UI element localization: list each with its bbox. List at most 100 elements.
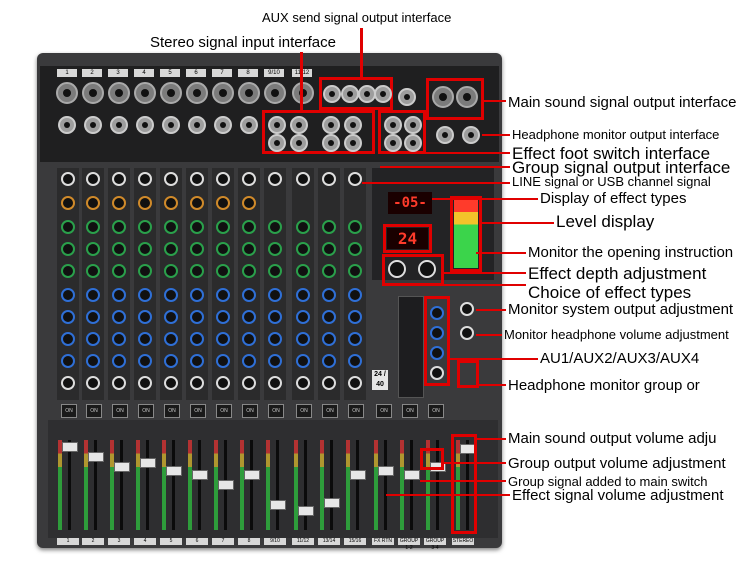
channel-knob[interactable] — [164, 332, 178, 346]
channel-knob[interactable] — [190, 220, 204, 234]
mute-button[interactable]: ON — [376, 404, 392, 418]
channel-knob[interactable] — [164, 288, 178, 302]
channel-knob[interactable] — [86, 310, 100, 324]
xlr-input-11[interactable] — [292, 82, 314, 104]
channel-knob[interactable] — [112, 310, 126, 324]
channel-knob[interactable] — [86, 332, 100, 346]
channel-knob[interactable] — [322, 264, 336, 278]
main-output-xlr-left[interactable] — [432, 86, 454, 108]
aux1-master-knob[interactable] — [430, 306, 444, 320]
line-jack[interactable] — [162, 116, 180, 134]
channel-knob[interactable] — [138, 288, 152, 302]
channel-knob[interactable] — [61, 332, 75, 346]
channel-knob[interactable] — [216, 332, 230, 346]
main-output-xlr-right[interactable] — [456, 86, 478, 108]
channel-knob[interactable] — [61, 242, 75, 256]
monitor-output-knob[interactable] — [460, 302, 474, 316]
channel-knob[interactable] — [268, 242, 282, 256]
headphone-volume-knob[interactable] — [460, 326, 474, 340]
channel-knob[interactable] — [164, 264, 178, 278]
channel-knob[interactable] — [268, 172, 282, 186]
group-output-jack[interactable] — [384, 116, 402, 134]
aux-send-jack[interactable] — [341, 85, 359, 103]
channel-knob[interactable] — [61, 172, 75, 186]
xlr-input-4[interactable] — [134, 82, 156, 104]
mute-button[interactable]: ON — [348, 404, 364, 418]
channel-knob[interactable] — [61, 288, 75, 302]
channel-knob[interactable] — [61, 354, 75, 368]
channel-knob[interactable] — [112, 196, 126, 210]
channel-knob[interactable] — [242, 310, 256, 324]
stereo-input-jack[interactable] — [268, 116, 286, 134]
fader-knob[interactable] — [270, 500, 286, 510]
channel-knob[interactable] — [348, 172, 362, 186]
channel-knob[interactable] — [242, 172, 256, 186]
aux-send-jack[interactable] — [323, 85, 341, 103]
channel-knob[interactable] — [112, 376, 126, 390]
mute-button[interactable]: ON — [61, 404, 77, 418]
line-jack[interactable] — [110, 116, 128, 134]
mute-button[interactable]: ON — [190, 404, 206, 418]
effect-depth-knob[interactable] — [388, 260, 406, 278]
fader-knob[interactable] — [140, 458, 156, 468]
channel-knob[interactable] — [348, 310, 362, 324]
channel-knob[interactable] — [190, 264, 204, 278]
stereo-input-jack[interactable] — [290, 134, 308, 152]
channel-knob[interactable] — [112, 264, 126, 278]
channel-knob[interactable] — [216, 196, 230, 210]
stereo-input-jack[interactable] — [268, 134, 286, 152]
channel-knob[interactable] — [190, 196, 204, 210]
channel-knob[interactable] — [138, 264, 152, 278]
fader-knob[interactable] — [166, 466, 182, 476]
channel-knob[interactable] — [164, 242, 178, 256]
effect-foot-switch-jack[interactable] — [398, 88, 416, 106]
channel-knob[interactable] — [348, 220, 362, 234]
group-output-jack[interactable] — [404, 134, 422, 152]
mute-button[interactable]: ON — [86, 404, 102, 418]
line-jack[interactable] — [240, 116, 258, 134]
channel-knob[interactable] — [86, 242, 100, 256]
channel-knob[interactable] — [242, 220, 256, 234]
channel-knob[interactable] — [86, 196, 100, 210]
fader-knob[interactable] — [218, 480, 234, 490]
channel-knob[interactable] — [216, 376, 230, 390]
mute-button[interactable]: ON — [138, 404, 154, 418]
channel-knob[interactable] — [296, 376, 310, 390]
line-jack[interactable] — [84, 116, 102, 134]
channel-knob[interactable] — [164, 172, 178, 186]
channel-knob[interactable] — [242, 242, 256, 256]
channel-knob[interactable] — [348, 242, 362, 256]
channel-knob[interactable] — [86, 220, 100, 234]
channel-knob[interactable] — [242, 376, 256, 390]
channel-knob[interactable] — [190, 172, 204, 186]
channel-knob[interactable] — [322, 220, 336, 234]
aux3-master-knob[interactable] — [430, 346, 444, 360]
channel-knob[interactable] — [112, 220, 126, 234]
channel-knob[interactable] — [322, 172, 336, 186]
channel-knob[interactable] — [190, 376, 204, 390]
fader-knob[interactable] — [62, 442, 78, 452]
channel-knob[interactable] — [268, 264, 282, 278]
channel-knob[interactable] — [190, 354, 204, 368]
channel-knob[interactable] — [112, 288, 126, 302]
headphone-jack[interactable] — [462, 126, 480, 144]
channel-knob[interactable] — [322, 354, 336, 368]
channel-knob[interactable] — [322, 376, 336, 390]
aux2-master-knob[interactable] — [430, 326, 444, 340]
effect-select-knob[interactable] — [418, 260, 436, 278]
channel-knob[interactable] — [216, 310, 230, 324]
channel-knob[interactable] — [61, 264, 75, 278]
channel-knob[interactable] — [216, 220, 230, 234]
fader-knob[interactable] — [350, 470, 366, 480]
channel-knob[interactable] — [138, 376, 152, 390]
channel-knob[interactable] — [296, 242, 310, 256]
mute-button[interactable]: ON — [296, 404, 312, 418]
xlr-input-6[interactable] — [186, 82, 208, 104]
mute-button[interactable]: ON — [268, 404, 284, 418]
channel-knob[interactable] — [86, 264, 100, 278]
group-output-jack[interactable] — [404, 116, 422, 134]
channel-knob[interactable] — [61, 310, 75, 324]
channel-knob[interactable] — [190, 288, 204, 302]
channel-knob[interactable] — [242, 332, 256, 346]
mute-button[interactable]: ON — [242, 404, 258, 418]
